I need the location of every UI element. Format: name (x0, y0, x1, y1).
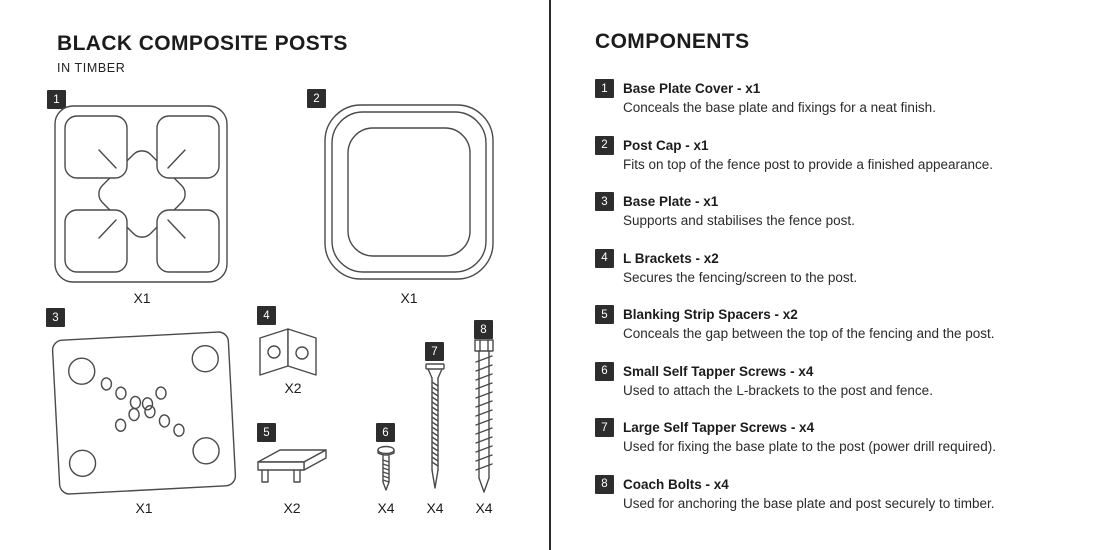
figure-qty-7: X4 (426, 500, 444, 516)
coach-bolt-illustration (468, 338, 500, 501)
component-name-1: Base Plate Cover - x1 (623, 81, 761, 96)
component-desc-6: Used to attach the L-brackets to the pos… (623, 382, 933, 398)
component-name-3: Base Plate - x1 (623, 194, 719, 209)
small-self-tapper-screw-illustration (374, 444, 398, 497)
component-item-4: 4 L Brackets - x2 Secures the fencing/sc… (595, 248, 1083, 287)
component-item-7: 7 Large Self Tapper Screws - x4 Used for… (595, 418, 1083, 456)
component-item-1: 1 Base Plate Cover - x1 Conceals the bas… (595, 79, 1083, 117)
components-list-panel: COMPONENTS 1 Base Plate Cover - x1 Conce… (595, 30, 1083, 513)
component-name-8: Coach Bolts - x4 (623, 476, 729, 492)
component-item-3: 3 Base Plate - x1 Supports and stabilise… (595, 192, 1083, 230)
component-desc-2: Fits on top of the fence post to provide… (623, 156, 993, 172)
component-name-7: Large Self Tapper Screws - x4 (623, 420, 815, 435)
post-cap-illustration (323, 102, 495, 287)
l-bracket-illustration (258, 326, 320, 381)
figure-badge-1: 1 (47, 90, 66, 109)
component-desc-3: Supports and stabilises the fence post. (623, 213, 855, 228)
figure-badge-6: 6 (376, 423, 395, 442)
component-desc-8: Used for anchoring the base plate and po… (623, 495, 995, 511)
component-badge-8: 8 (595, 474, 614, 494)
component-item-2: 2 Post Cap - x1 Fits on top of the fence… (595, 135, 1083, 174)
left-panel-subtitle: IN TIMBER (57, 61, 126, 75)
right-panel-title: COMPONENTS (595, 30, 750, 53)
component-name-2: Post Cap - x1 (623, 137, 709, 153)
figure-badge-8: 8 (474, 320, 493, 339)
component-badge-3: 3 (595, 192, 614, 211)
component-item-5: 5 Blanking Strip Spacers - x2 Conceals t… (595, 305, 1083, 343)
figure-badge-2: 2 (307, 89, 326, 108)
figure-badge-7: 7 (425, 342, 444, 361)
blanking-strip-spacer-illustration (252, 444, 332, 497)
components-list: 1 Base Plate Cover - x1 Conceals the bas… (595, 79, 1083, 513)
component-name-4: L Brackets - x2 (623, 250, 719, 266)
figure-badge-4: 4 (257, 306, 276, 325)
component-desc-4: Secures the fencing/screen to the post. (623, 269, 858, 285)
component-badge-1: 1 (595, 79, 614, 98)
component-desc-7: Used for fixing the base plate to the po… (623, 439, 996, 454)
figure-badge-3: 3 (46, 308, 65, 327)
figure-qty-5: X2 (283, 500, 301, 516)
component-desc-5: Conceals the gap between the top of the … (623, 326, 995, 341)
component-name-5: Blanking Strip Spacers - x2 (623, 307, 798, 322)
panel-divider (549, 0, 551, 550)
figure-qty-6: X4 (377, 500, 395, 516)
figure-qty-4: X2 (284, 380, 302, 396)
component-desc-1: Conceals the base plate and fixings for … (623, 100, 936, 115)
left-panel-title: BLACK COMPOSITE POSTS (57, 32, 348, 55)
component-item-6: 6 Small Self Tapper Screws - x4 Used to … (595, 361, 1083, 400)
base-plate-cover-illustration (52, 98, 232, 293)
component-item-8: 8 Coach Bolts - x4 Used for anchoring th… (595, 474, 1083, 513)
figure-badge-5: 5 (257, 423, 276, 442)
component-badge-6: 6 (595, 361, 614, 381)
component-badge-2: 2 (595, 135, 614, 155)
large-self-tapper-screw-illustration (424, 362, 446, 497)
base-plate-illustration (50, 328, 238, 503)
figure-qty-8: X4 (475, 500, 493, 516)
figure-qty-3: X1 (135, 500, 153, 516)
component-badge-5: 5 (595, 305, 614, 324)
figure-qty-1: X1 (133, 290, 151, 306)
component-name-6: Small Self Tapper Screws - x4 (623, 363, 814, 379)
component-badge-4: 4 (595, 248, 614, 268)
figure-qty-2: X1 (400, 290, 418, 306)
component-badge-7: 7 (595, 418, 614, 437)
